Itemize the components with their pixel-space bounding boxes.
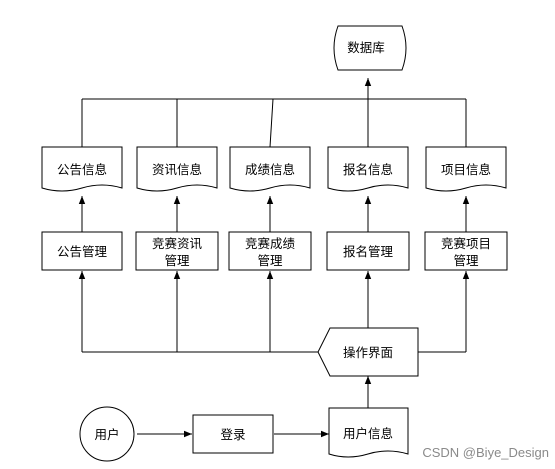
mgmt-label-line1: 竞赛资讯 (152, 236, 203, 251)
mgmt-box (326, 231, 410, 271)
interface-shape (317, 327, 419, 377)
doc-label: 项目信息 (441, 162, 491, 177)
mgmt-label-line2: 管理 (164, 253, 190, 268)
doc-node-gonggao: 公告信息 (41, 146, 123, 192)
login-label: 登录 (220, 427, 245, 442)
mgmt-label: 公告管理 (57, 244, 108, 259)
mgmt-box (41, 231, 123, 271)
mgmt-node-gonggao: 公告管理 (41, 231, 123, 271)
interface-label: 操作界面 (343, 345, 393, 360)
doc-shape (425, 146, 507, 192)
user-label: 用户 (94, 427, 119, 442)
mgmt-label: 报名管理 (343, 244, 394, 259)
doc-row: 公告信息 资讯信息 成绩信息 报名信息 项目信息 (41, 146, 507, 192)
login-box (192, 414, 274, 454)
userinfo-label: 用户信息 (343, 426, 393, 441)
doc-shape (41, 146, 123, 192)
doc-label: 成绩信息 (245, 162, 295, 177)
doc-label: 报名信息 (343, 162, 393, 177)
doc-label: 公告信息 (57, 162, 107, 177)
mgmt-box (228, 231, 312, 271)
mgmt-label-line2: 管理 (257, 253, 283, 268)
doc-node-chengji: 成绩信息 (229, 146, 311, 192)
interface-node: 操作界面 (317, 327, 419, 377)
mgmt-row: 公告管理 竞赛资讯 管理 竞赛成绩 管理 报名管理 竞赛项目 管理 (41, 231, 508, 271)
watermark: CSDN @Biye_Design (422, 445, 549, 460)
mgmt-node-baoming: 报名管理 (326, 231, 410, 271)
connectors (78, 78, 470, 438)
doc-shape (327, 146, 409, 192)
doc-label: 资讯信息 (152, 162, 202, 177)
user-circle (79, 406, 135, 462)
doc-shape (229, 146, 311, 192)
mgmt-label-line1: 竞赛项目 (441, 236, 491, 251)
mgmt-label-line1: 竞赛成绩 (245, 236, 296, 251)
mgmt-label-line2: 管理 (453, 253, 479, 268)
login-node: 登录 (192, 414, 274, 454)
mgmt-node-xiangmu: 竞赛项目 管理 (424, 231, 508, 271)
mgmt-box (424, 231, 508, 271)
userinfo-node: 用户信息 (328, 407, 409, 458)
mgmt-node-chengji: 竞赛成绩 管理 (228, 231, 312, 271)
user-node: 用户 (79, 406, 135, 462)
mgmt-node-zixun: 竞赛资讯 管理 (135, 231, 219, 271)
database-label: 数据库 (347, 40, 385, 55)
doc-node-baoming: 报名信息 (327, 146, 409, 192)
doc-shape (136, 146, 218, 192)
doc-node-zixun: 资讯信息 (136, 146, 218, 192)
database-node: 数据库 (333, 25, 407, 71)
database-shape (333, 25, 407, 71)
mgmt-box (135, 231, 219, 271)
link-doc-2 (269, 98, 274, 148)
userinfo-shape (328, 407, 409, 458)
doc-node-xiangmu: 项目信息 (425, 146, 507, 192)
